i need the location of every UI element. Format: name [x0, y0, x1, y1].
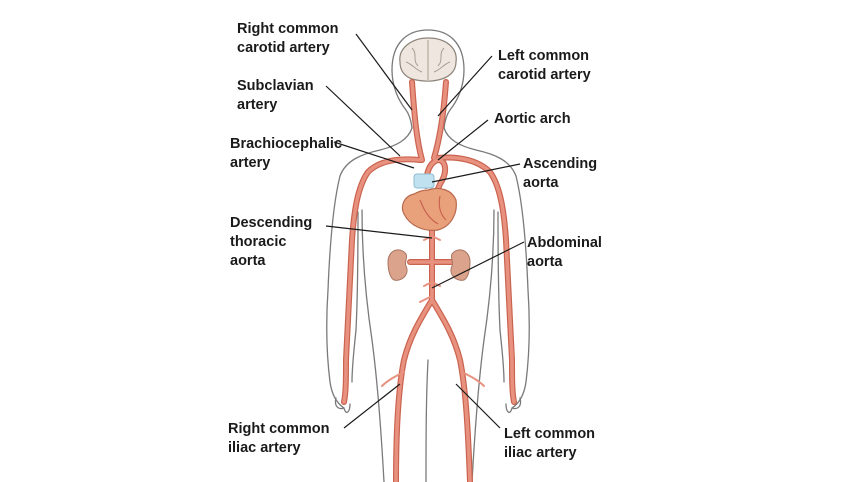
leader-subclavian [325, 85, 401, 157]
label-line: carotid artery [498, 67, 591, 83]
leader-brachiocephalic [333, 141, 415, 169]
leader-right-common-carotid [355, 33, 413, 111]
label-line: artery [237, 97, 278, 113]
aortic-valve [413, 173, 435, 189]
leader-right-common-iliac [343, 383, 401, 429]
label-line: artery [230, 155, 271, 171]
leader-ascending-aorta [431, 163, 521, 183]
leader-left-common-iliac [455, 383, 501, 429]
label-line: iliac artery [504, 445, 577, 461]
label-right-common-carotid-artery: Right common carotid artery [237, 20, 339, 58]
label-line: Ascending [523, 156, 598, 172]
arterial-tree [341, 79, 517, 482]
label-line: iliac artery [228, 440, 301, 456]
label-line: Right common [228, 421, 330, 437]
leader-descending-thoracic-aorta [325, 225, 433, 239]
leader-lines [325, 33, 525, 429]
label-line: Left common [498, 48, 590, 64]
body-outline [326, 29, 530, 482]
leader-abdominal-aorta [431, 241, 525, 289]
label-ascending-aorta: Ascending aorta [523, 155, 597, 193]
label-line: Left common [504, 426, 596, 442]
brain [399, 37, 457, 82]
label-line: Aortic arch [494, 111, 571, 127]
label-brachiocephalic-artery: Brachiocephalic artery [230, 135, 342, 173]
label-left-common-iliac-artery: Left common iliac artery [504, 425, 595, 463]
leader-left-common-carotid [437, 55, 493, 117]
label-aortic-arch: Aortic arch [494, 110, 571, 129]
label-subclavian-artery: Subclavian artery [237, 77, 314, 115]
label-line: aorta [523, 175, 559, 191]
leader-aortic-arch [437, 119, 489, 161]
heart [401, 187, 457, 231]
label-line: aorta [527, 254, 563, 270]
label-abdominal-aorta: Abdominal aorta [527, 234, 602, 272]
label-line: thoracic [230, 234, 287, 250]
label-line: Abdominal [527, 235, 602, 251]
label-left-common-carotid-artery: Left common carotid artery [498, 47, 591, 85]
label-line: Descending [230, 215, 313, 231]
label-line: aorta [230, 253, 266, 269]
label-line: carotid artery [237, 40, 330, 56]
label-line: Right common [237, 21, 339, 37]
label-right-common-iliac-artery: Right common iliac artery [228, 420, 330, 458]
label-line: Subclavian [237, 78, 314, 94]
kidneys [387, 249, 471, 281]
label-descending-thoracic-aorta: Descending thoracic aorta [230, 214, 312, 271]
label-line: Brachiocephalic [230, 136, 343, 152]
